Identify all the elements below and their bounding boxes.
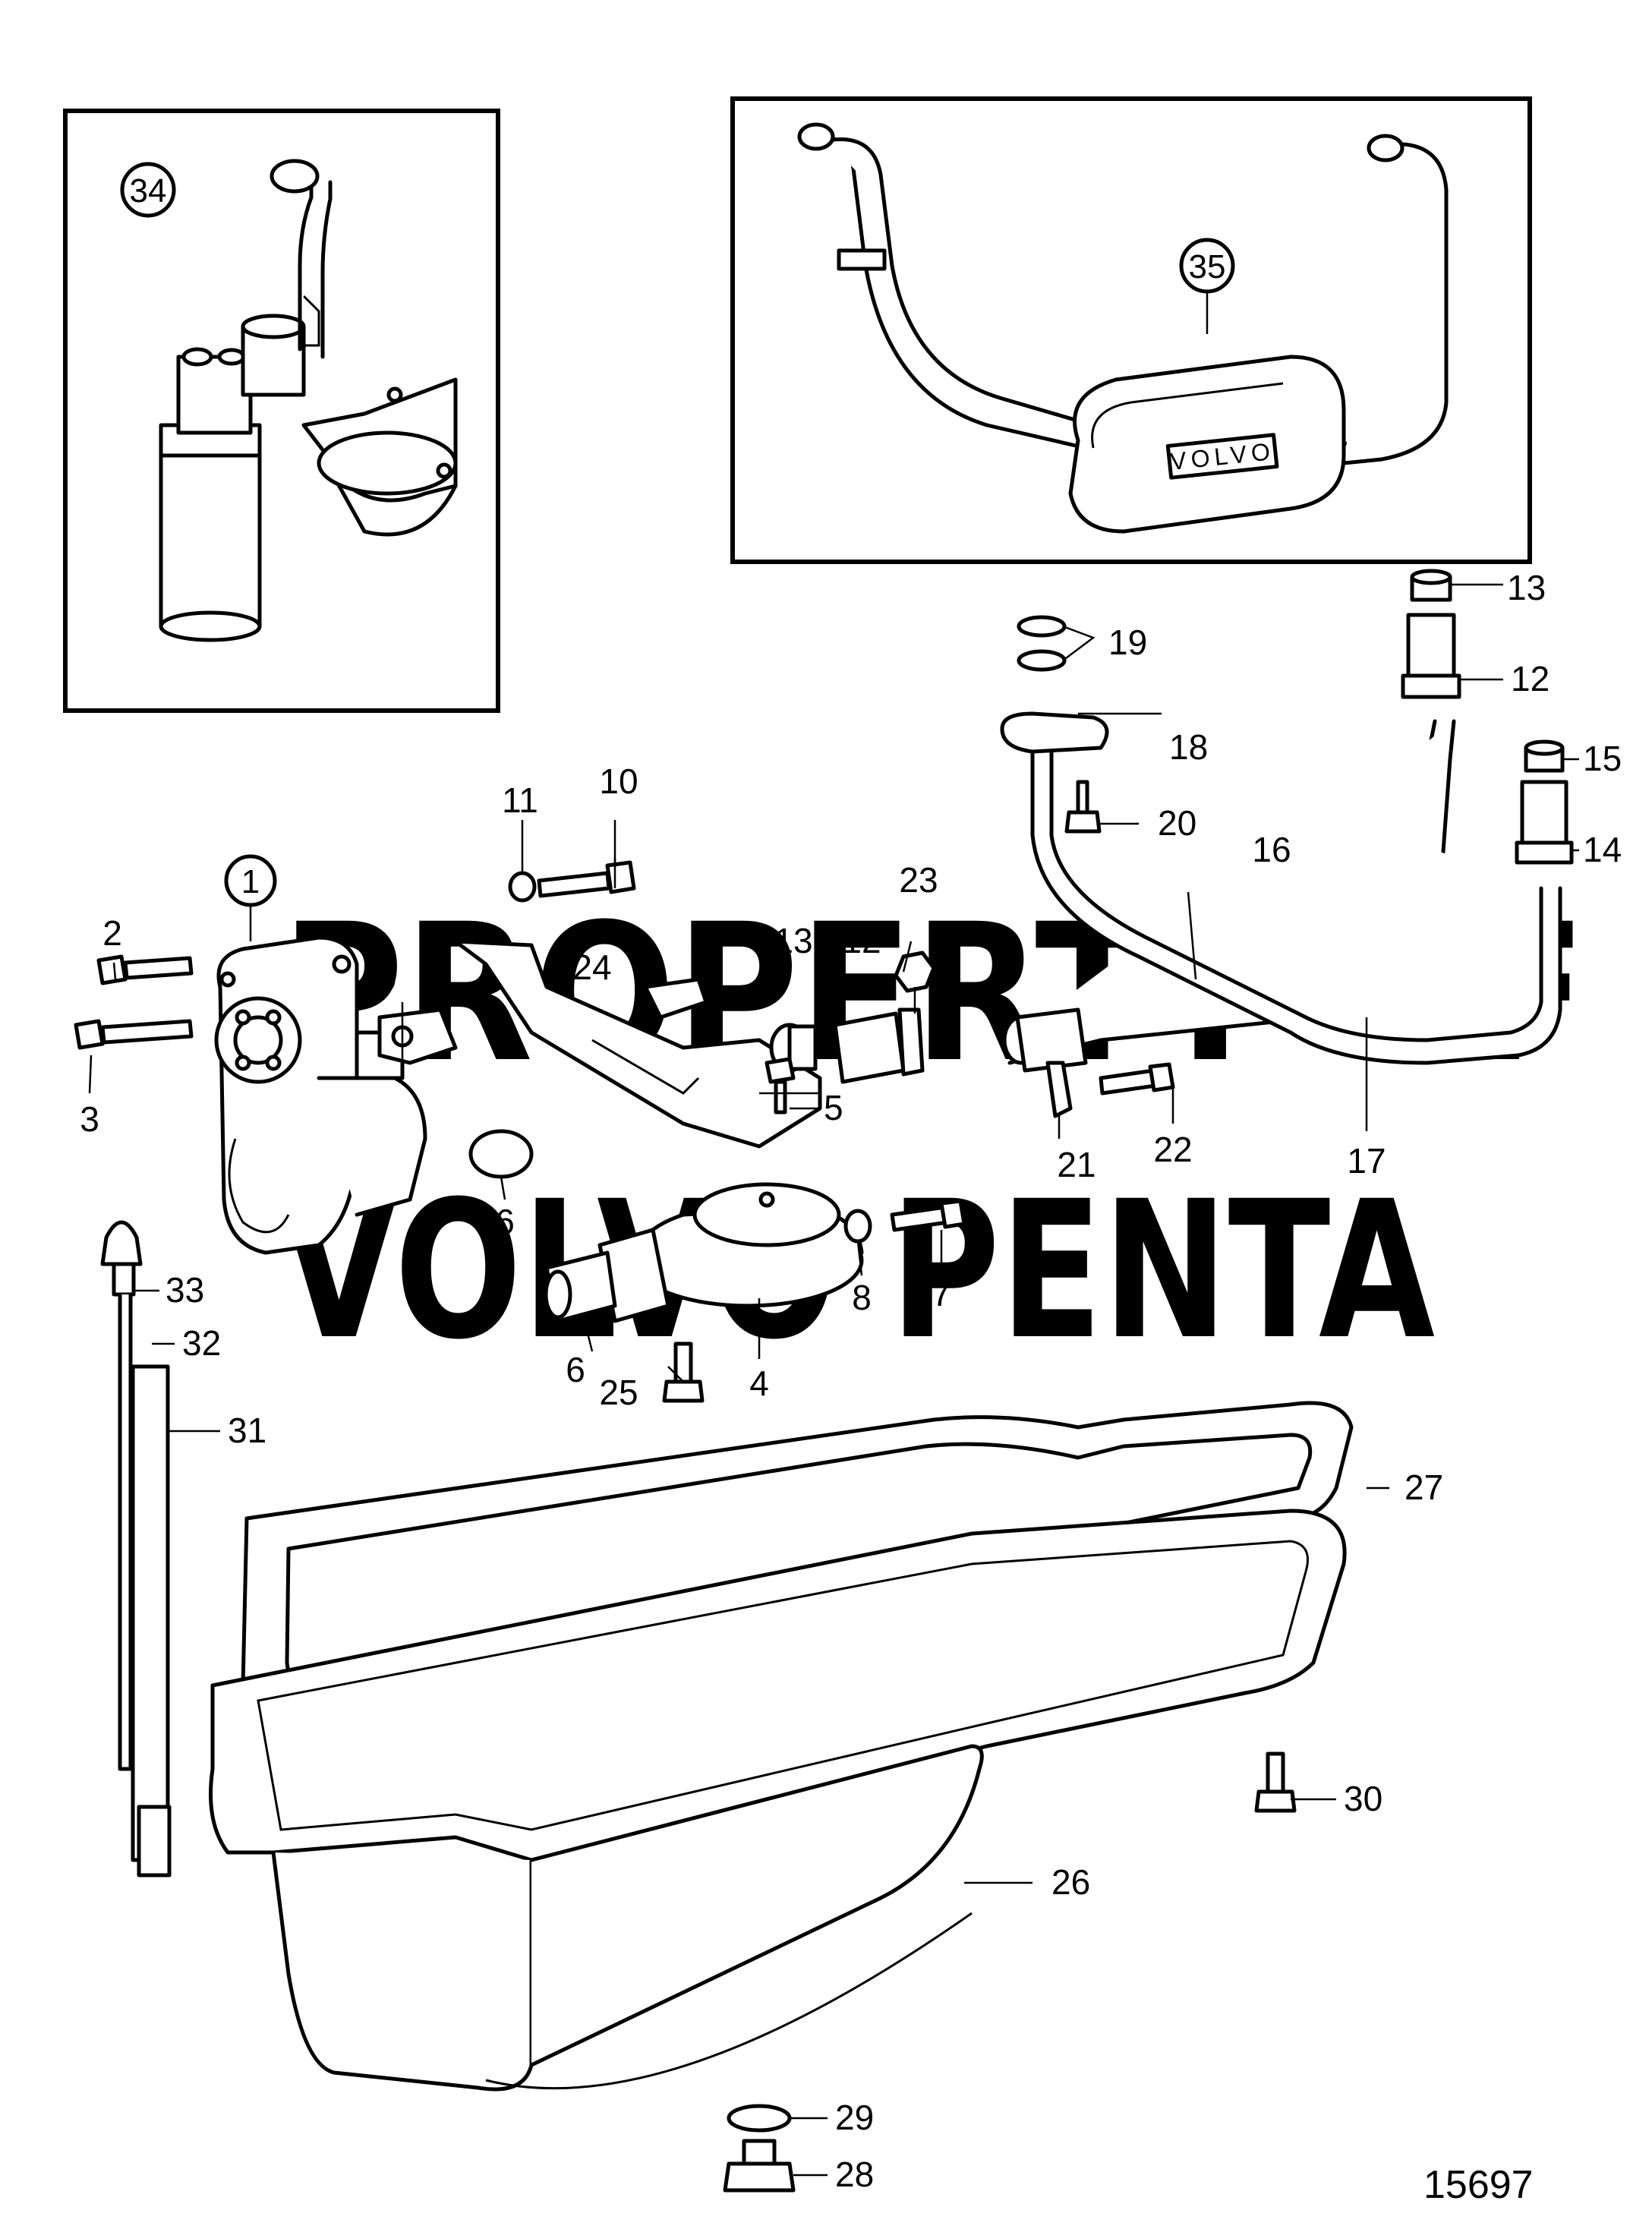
label-17: 17 bbox=[1347, 1141, 1386, 1181]
part-labels: 2 3 4 5 6 6 7 8 9 10 11 12 12 13 13 14 1… bbox=[80, 568, 1622, 2194]
label-29: 29 bbox=[835, 2098, 874, 2137]
fitting-icon-12-top bbox=[1401, 613, 1461, 699]
callout-circle-34 bbox=[120, 162, 176, 218]
bolt-icon-10 bbox=[537, 860, 636, 898]
label-12a: 12 bbox=[842, 921, 881, 960]
fitting-icon-13-top bbox=[1410, 569, 1452, 602]
nut-icon-23 bbox=[894, 951, 936, 993]
label-13b: 13 bbox=[1507, 568, 1546, 607]
bolt-icon-2 bbox=[96, 954, 194, 985]
bolt-icon-7 bbox=[890, 1199, 966, 1232]
inset-frame-left bbox=[63, 109, 500, 713]
pipe-clamp-icon bbox=[837, 248, 887, 271]
label-21: 21 bbox=[1057, 1145, 1096, 1184]
label-16: 16 bbox=[1252, 830, 1291, 869]
leader-lines bbox=[88, 583, 1579, 2177]
label-26: 26 bbox=[1051, 1862, 1090, 1902]
label-31: 31 bbox=[228, 1411, 266, 1450]
clip-icon-21 bbox=[1045, 1061, 1073, 1118]
dipstick-icon bbox=[100, 1220, 172, 1877]
oil-pipe-icon-16-17 bbox=[1002, 719, 1562, 1118]
bolt-icon-20 bbox=[1064, 780, 1102, 834]
washer-icon-29 bbox=[727, 2104, 792, 2133]
label-9: 9 bbox=[377, 959, 397, 998]
fitting-icon-14 bbox=[1515, 780, 1574, 865]
coupling-icon-9 bbox=[377, 1007, 458, 1065]
label-33: 33 bbox=[166, 1270, 204, 1310]
label-32: 32 bbox=[182, 1323, 221, 1363]
oil-cooler-icon: VOLVO bbox=[797, 122, 1449, 534]
callout-35: 35 bbox=[1189, 248, 1226, 285]
drain-plug-icon-28 bbox=[723, 2139, 796, 2193]
label-20: 20 bbox=[1158, 803, 1196, 843]
label-27: 27 bbox=[1405, 1468, 1443, 1507]
label-23: 23 bbox=[899, 860, 938, 900]
label-2: 2 bbox=[102, 913, 122, 953]
label-13a: 13 bbox=[774, 921, 812, 960]
washer-icon-8 bbox=[843, 1209, 872, 1244]
label-15: 15 bbox=[1583, 739, 1622, 778]
inset-oil-cooler-35: 35 VOLVO bbox=[730, 96, 1532, 564]
label-18: 18 bbox=[1169, 727, 1208, 767]
label-30: 30 bbox=[1344, 1779, 1382, 1818]
oil-filter-icon bbox=[159, 159, 458, 642]
label-6b: 6 bbox=[566, 1350, 585, 1389]
drawing-number: 15697 bbox=[1423, 2163, 1534, 2207]
bolt-icon-3 bbox=[74, 1019, 194, 1050]
inset-oil-filter-34: 34 bbox=[63, 109, 500, 713]
ring-icon-6 bbox=[468, 1129, 534, 1179]
label-6a: 6 bbox=[495, 1202, 515, 1241]
label-28: 28 bbox=[835, 2155, 874, 2194]
washer-icon-11 bbox=[508, 871, 537, 903]
flange-icon-18 bbox=[1000, 711, 1109, 754]
washer-icon-19b bbox=[1017, 649, 1067, 672]
label-4: 4 bbox=[749, 1364, 769, 1403]
label-14: 14 bbox=[1583, 830, 1622, 869]
label-12b: 12 bbox=[1511, 659, 1550, 698]
inset-frame-right bbox=[730, 96, 1532, 564]
label-19: 19 bbox=[1108, 623, 1147, 662]
bolt-icon-5 bbox=[765, 1057, 796, 1114]
oil-pan-icon-26 bbox=[209, 1509, 1347, 2092]
fitting-icon-15 bbox=[1524, 739, 1565, 773]
label-7: 7 bbox=[932, 1274, 951, 1313]
label-5: 5 bbox=[824, 1088, 843, 1127]
label-22: 22 bbox=[1153, 1130, 1192, 1169]
label-24: 24 bbox=[572, 947, 611, 987]
callout-1: 1 bbox=[241, 863, 260, 900]
strainer-icon-4 bbox=[632, 1182, 864, 1308]
washer-icon-19a bbox=[1017, 615, 1067, 638]
label-10: 10 bbox=[599, 761, 638, 801]
suction-flange-icon-6 bbox=[544, 1228, 670, 1323]
callout-34: 34 bbox=[130, 172, 167, 210]
label-25: 25 bbox=[599, 1373, 638, 1412]
label-3: 3 bbox=[80, 1099, 99, 1139]
label-8: 8 bbox=[852, 1278, 872, 1317]
bolt-icon-30 bbox=[1254, 1751, 1297, 1813]
label-11: 11 bbox=[502, 780, 538, 820]
bolt-icon-25 bbox=[662, 1341, 705, 1403]
fitting-icon-12-mid bbox=[833, 1007, 925, 1084]
